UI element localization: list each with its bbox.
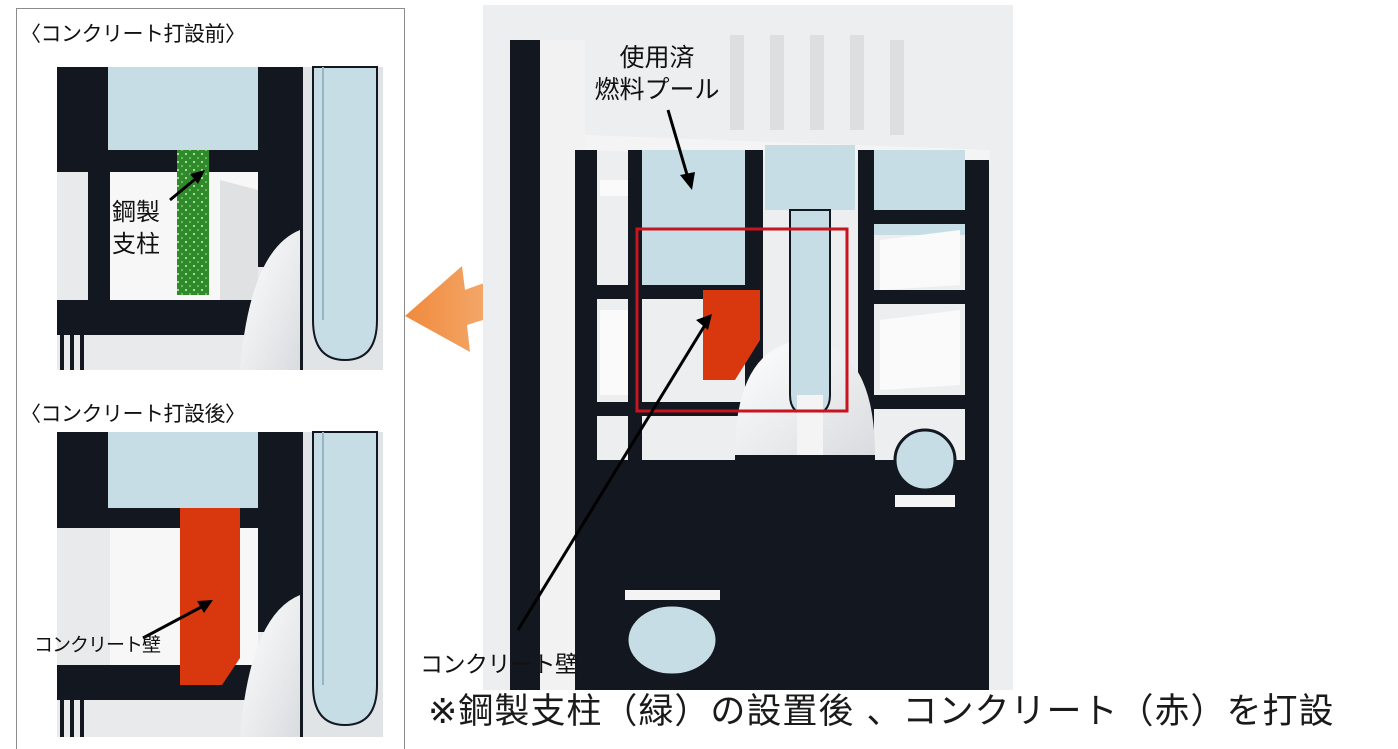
steel-column-label-line2: 支柱 [112,230,160,258]
wall-label-arrow [142,603,206,640]
main-building-cutaway [483,5,1013,690]
steel-column-label-line1: 鋼製 [112,198,160,226]
after-wall-label: コンクリート壁 [34,634,161,656]
detail-before-image [57,66,383,370]
main-wall-label: コンクリート壁 [420,652,578,678]
pool-label-line2: 燃料プール [594,75,720,104]
detail-panel-frame [16,8,405,749]
pool-label: 使用済 燃料プール [582,42,732,106]
concrete-wall-red [180,508,240,685]
callout-frame [635,227,849,413]
main-concrete-wall [703,290,760,380]
footnote: ※鋼製支柱（緑）の設置後 、コンクリート（赤）を打設 [428,692,1335,732]
wall-leader-line [516,324,707,631]
steel-column-label: 鋼製 支柱 [112,196,160,260]
steel-column [177,150,209,295]
pool-label-line1: 使用済 [619,43,695,72]
pool-label-arrow [666,109,690,179]
before-title: 〈コンクリート打設前〉 [20,22,246,46]
detail-after-image [57,431,383,737]
after-title: 〈コンクリート打設後〉 [20,402,246,426]
